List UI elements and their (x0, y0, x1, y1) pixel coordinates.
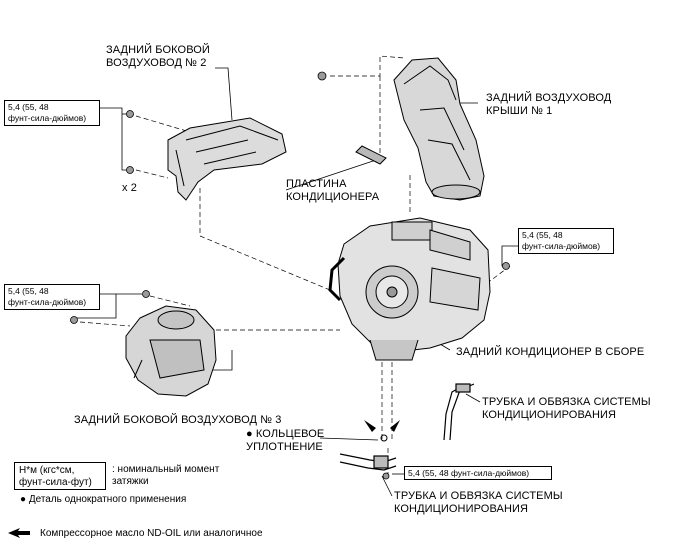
torque-box-top-left: 5,4 (55, 48 фунт-сила-дюймов) (4, 100, 100, 126)
legend-unit-desc: : номинальный момент затяжки (112, 464, 220, 487)
legend-oil: Компрессорное масло ND-OIL или аналогичн… (40, 528, 263, 539)
label-side-duct-2: ЗАДНИЙ БОКОВОЙ ВОЗДУХОВОД № 2 (106, 44, 210, 69)
torque-box-mid-left: 5,4 (55, 48 фунт-сила-дюймов) (4, 284, 100, 310)
oil-arrow-icon (8, 528, 30, 538)
torque-box-right: 5,4 (55, 48 фунт-сила-дюймов) (518, 228, 614, 254)
label-side-duct-3: ЗАДНИЙ БОКОВОЙ ВОЗДУХОВОД № 3 (74, 414, 282, 426)
label-rear-ac-assy: ЗАДНИЙ КОНДИЦИОНЕР В СБОРЕ (456, 346, 645, 358)
label-pipe-2: ТРУБКА И ОБВЯЗКА СИСТЕМЫ КОНДИЦИОНИРОВАН… (394, 490, 563, 515)
label-times-two: x 2 (122, 182, 137, 194)
label-o-ring: ● КОЛЬЦЕВОЕ УПЛОТНЕНИЕ (246, 428, 325, 453)
roof-duct-1-part (393, 57, 485, 201)
bolts (70, 71, 510, 480)
rear-ac-unit-part (328, 217, 491, 361)
side-duct-3-part (125, 305, 217, 397)
label-ac-plate: ПЛАСТИНА КОНДИЦИОНЕРА (286, 178, 380, 203)
torque-box-bottom: 5,4 (55, 48 фунт-сила-дюймов) (404, 466, 552, 480)
pipe-assembly-2 (339, 453, 397, 471)
label-pipe-1: ТРУБКА И ОБВЯЗКА СИСТЕМЫ КОНДИЦИОНИРОВАН… (482, 396, 651, 421)
ac-plate-part (355, 145, 387, 165)
legend-unit-box: Н*м (кгс*см, фунт-сила-фут) (14, 462, 106, 490)
side-duct-2-part (167, 117, 287, 201)
legend-single-use: ● Деталь однократного применения (20, 494, 187, 505)
pipe-assembly-1 (443, 383, 475, 441)
o-ring-arrows (364, 420, 400, 442)
label-roof-duct-1: ЗАДНИЙ ВОЗДУХОВОД КРЫШИ № 1 (486, 92, 612, 117)
